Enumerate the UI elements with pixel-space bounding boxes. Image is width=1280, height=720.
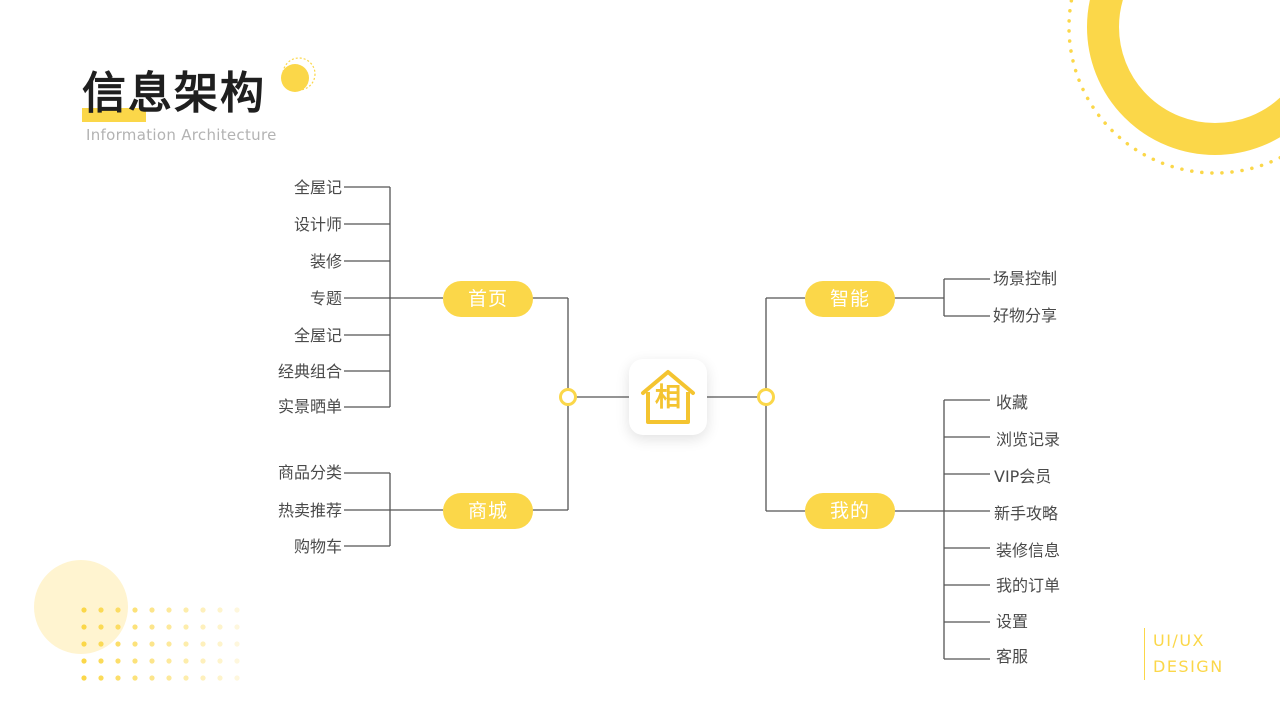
brand-mark: UI/UX DESIGN bbox=[1144, 628, 1224, 680]
brand-line-2: DESIGN bbox=[1153, 657, 1224, 676]
leaf-home-2: 设计师 bbox=[293, 215, 342, 234]
dot-decor-5 bbox=[149, 607, 155, 613]
dot-decor-28 bbox=[200, 641, 206, 647]
dot-decor-26 bbox=[166, 641, 172, 647]
leaf-home-6: 经典组合 bbox=[277, 362, 342, 381]
dot-decor-33 bbox=[115, 658, 121, 664]
title-highlight bbox=[82, 108, 146, 122]
dot-decor-6 bbox=[166, 607, 172, 613]
page-title: 信息架构 bbox=[82, 68, 266, 119]
dot-decor-11 bbox=[81, 624, 87, 630]
dot-decor-8 bbox=[200, 607, 206, 613]
leaf-home-3: 装修 bbox=[309, 252, 342, 271]
dot-decor-44 bbox=[132, 675, 138, 681]
dot-decor-24 bbox=[132, 641, 138, 647]
leaf-mine-7: 设置 bbox=[996, 612, 1029, 631]
logo-text: 相 bbox=[654, 383, 681, 413]
dot-decor-16 bbox=[166, 624, 172, 630]
leaf-mine-5: 装修信息 bbox=[996, 541, 1061, 560]
leaf-mine-1: 收藏 bbox=[996, 393, 1029, 412]
dot-decor-15 bbox=[149, 624, 155, 630]
dot-decor-14 bbox=[132, 624, 138, 630]
dot-decor-32 bbox=[98, 658, 104, 664]
leaf-mall-1: 商品分类 bbox=[277, 463, 342, 482]
branch-mall: 商城 bbox=[443, 493, 533, 529]
leaf-mall-2: 热卖推荐 bbox=[277, 501, 342, 520]
corner-ring-decor bbox=[1087, 0, 1280, 155]
dot-decor-7 bbox=[183, 607, 189, 613]
dot-decor-10 bbox=[234, 607, 240, 613]
page-subtitle: Information Architecture bbox=[86, 126, 277, 144]
dot-decor-49 bbox=[217, 675, 223, 681]
bottom-circle-decor bbox=[34, 560, 128, 654]
leaf-smart-2: 好物分享 bbox=[993, 306, 1058, 325]
brand-line-1: UI/UX bbox=[1153, 631, 1205, 650]
dot-decor-39 bbox=[217, 658, 223, 664]
dot-decor-27 bbox=[183, 641, 189, 647]
dot-decor-45 bbox=[149, 675, 155, 681]
leaf-mine-2: 浏览记录 bbox=[996, 430, 1061, 449]
title-dotted-ring-decor bbox=[282, 57, 316, 91]
dot-grid-decor bbox=[81, 607, 240, 681]
leaf-home-4: 专题 bbox=[309, 289, 342, 308]
dot-decor-46 bbox=[166, 675, 172, 681]
dot-decor-42 bbox=[98, 675, 104, 681]
dot-decor-22 bbox=[98, 641, 104, 647]
house-logo-icon bbox=[641, 370, 695, 424]
branch-smart: 智能 bbox=[805, 281, 895, 317]
dot-decor-38 bbox=[200, 658, 206, 664]
dot-decor-13 bbox=[115, 624, 121, 630]
dot-decor-4 bbox=[132, 607, 138, 613]
dot-decor-12 bbox=[98, 624, 104, 630]
leaf-mall-3: 购物车 bbox=[293, 537, 342, 556]
leaf-mine-3: VIP会员 bbox=[994, 467, 1052, 486]
leaf-mine-6: 我的订单 bbox=[996, 576, 1061, 595]
branch-home: 首页 bbox=[443, 281, 533, 317]
dot-decor-21 bbox=[81, 641, 87, 647]
right-junction-circle bbox=[757, 388, 775, 406]
dot-decor-2 bbox=[98, 607, 104, 613]
dot-decor-35 bbox=[149, 658, 155, 664]
dot-decor-20 bbox=[234, 624, 240, 630]
dot-decor-25 bbox=[149, 641, 155, 647]
leaf-mine-8: 客服 bbox=[996, 647, 1029, 666]
left-junction-circle bbox=[559, 388, 577, 406]
root-node: 相 bbox=[629, 359, 707, 435]
dot-decor-34 bbox=[132, 658, 138, 664]
leaf-home-5: 全屋记 bbox=[293, 326, 342, 345]
leaf-home-1: 全屋记 bbox=[293, 178, 342, 197]
dot-decor-37 bbox=[183, 658, 189, 664]
dot-decor-47 bbox=[183, 675, 189, 681]
dot-decor-17 bbox=[183, 624, 189, 630]
dot-decor-31 bbox=[81, 658, 87, 664]
dot-decor-36 bbox=[166, 658, 172, 664]
leaf-smart-1: 场景控制 bbox=[993, 269, 1058, 288]
dot-decor-48 bbox=[200, 675, 206, 681]
dot-decor-19 bbox=[217, 624, 223, 630]
leaf-home-7: 实景晒单 bbox=[277, 397, 342, 416]
dot-decor-1 bbox=[81, 607, 87, 613]
leaf-mine-4: 新手攻略 bbox=[994, 504, 1059, 523]
dot-decor-3 bbox=[115, 607, 121, 613]
dot-decor-23 bbox=[115, 641, 121, 647]
dot-decor-41 bbox=[81, 675, 87, 681]
dot-decor-43 bbox=[115, 675, 121, 681]
dot-decor-9 bbox=[217, 607, 223, 613]
dot-decor-30 bbox=[234, 641, 240, 647]
dot-decor-50 bbox=[234, 675, 240, 681]
dot-decor-29 bbox=[217, 641, 223, 647]
branch-mine: 我的 bbox=[805, 493, 895, 529]
dot-decor-18 bbox=[200, 624, 206, 630]
dot-decor-40 bbox=[234, 658, 240, 664]
